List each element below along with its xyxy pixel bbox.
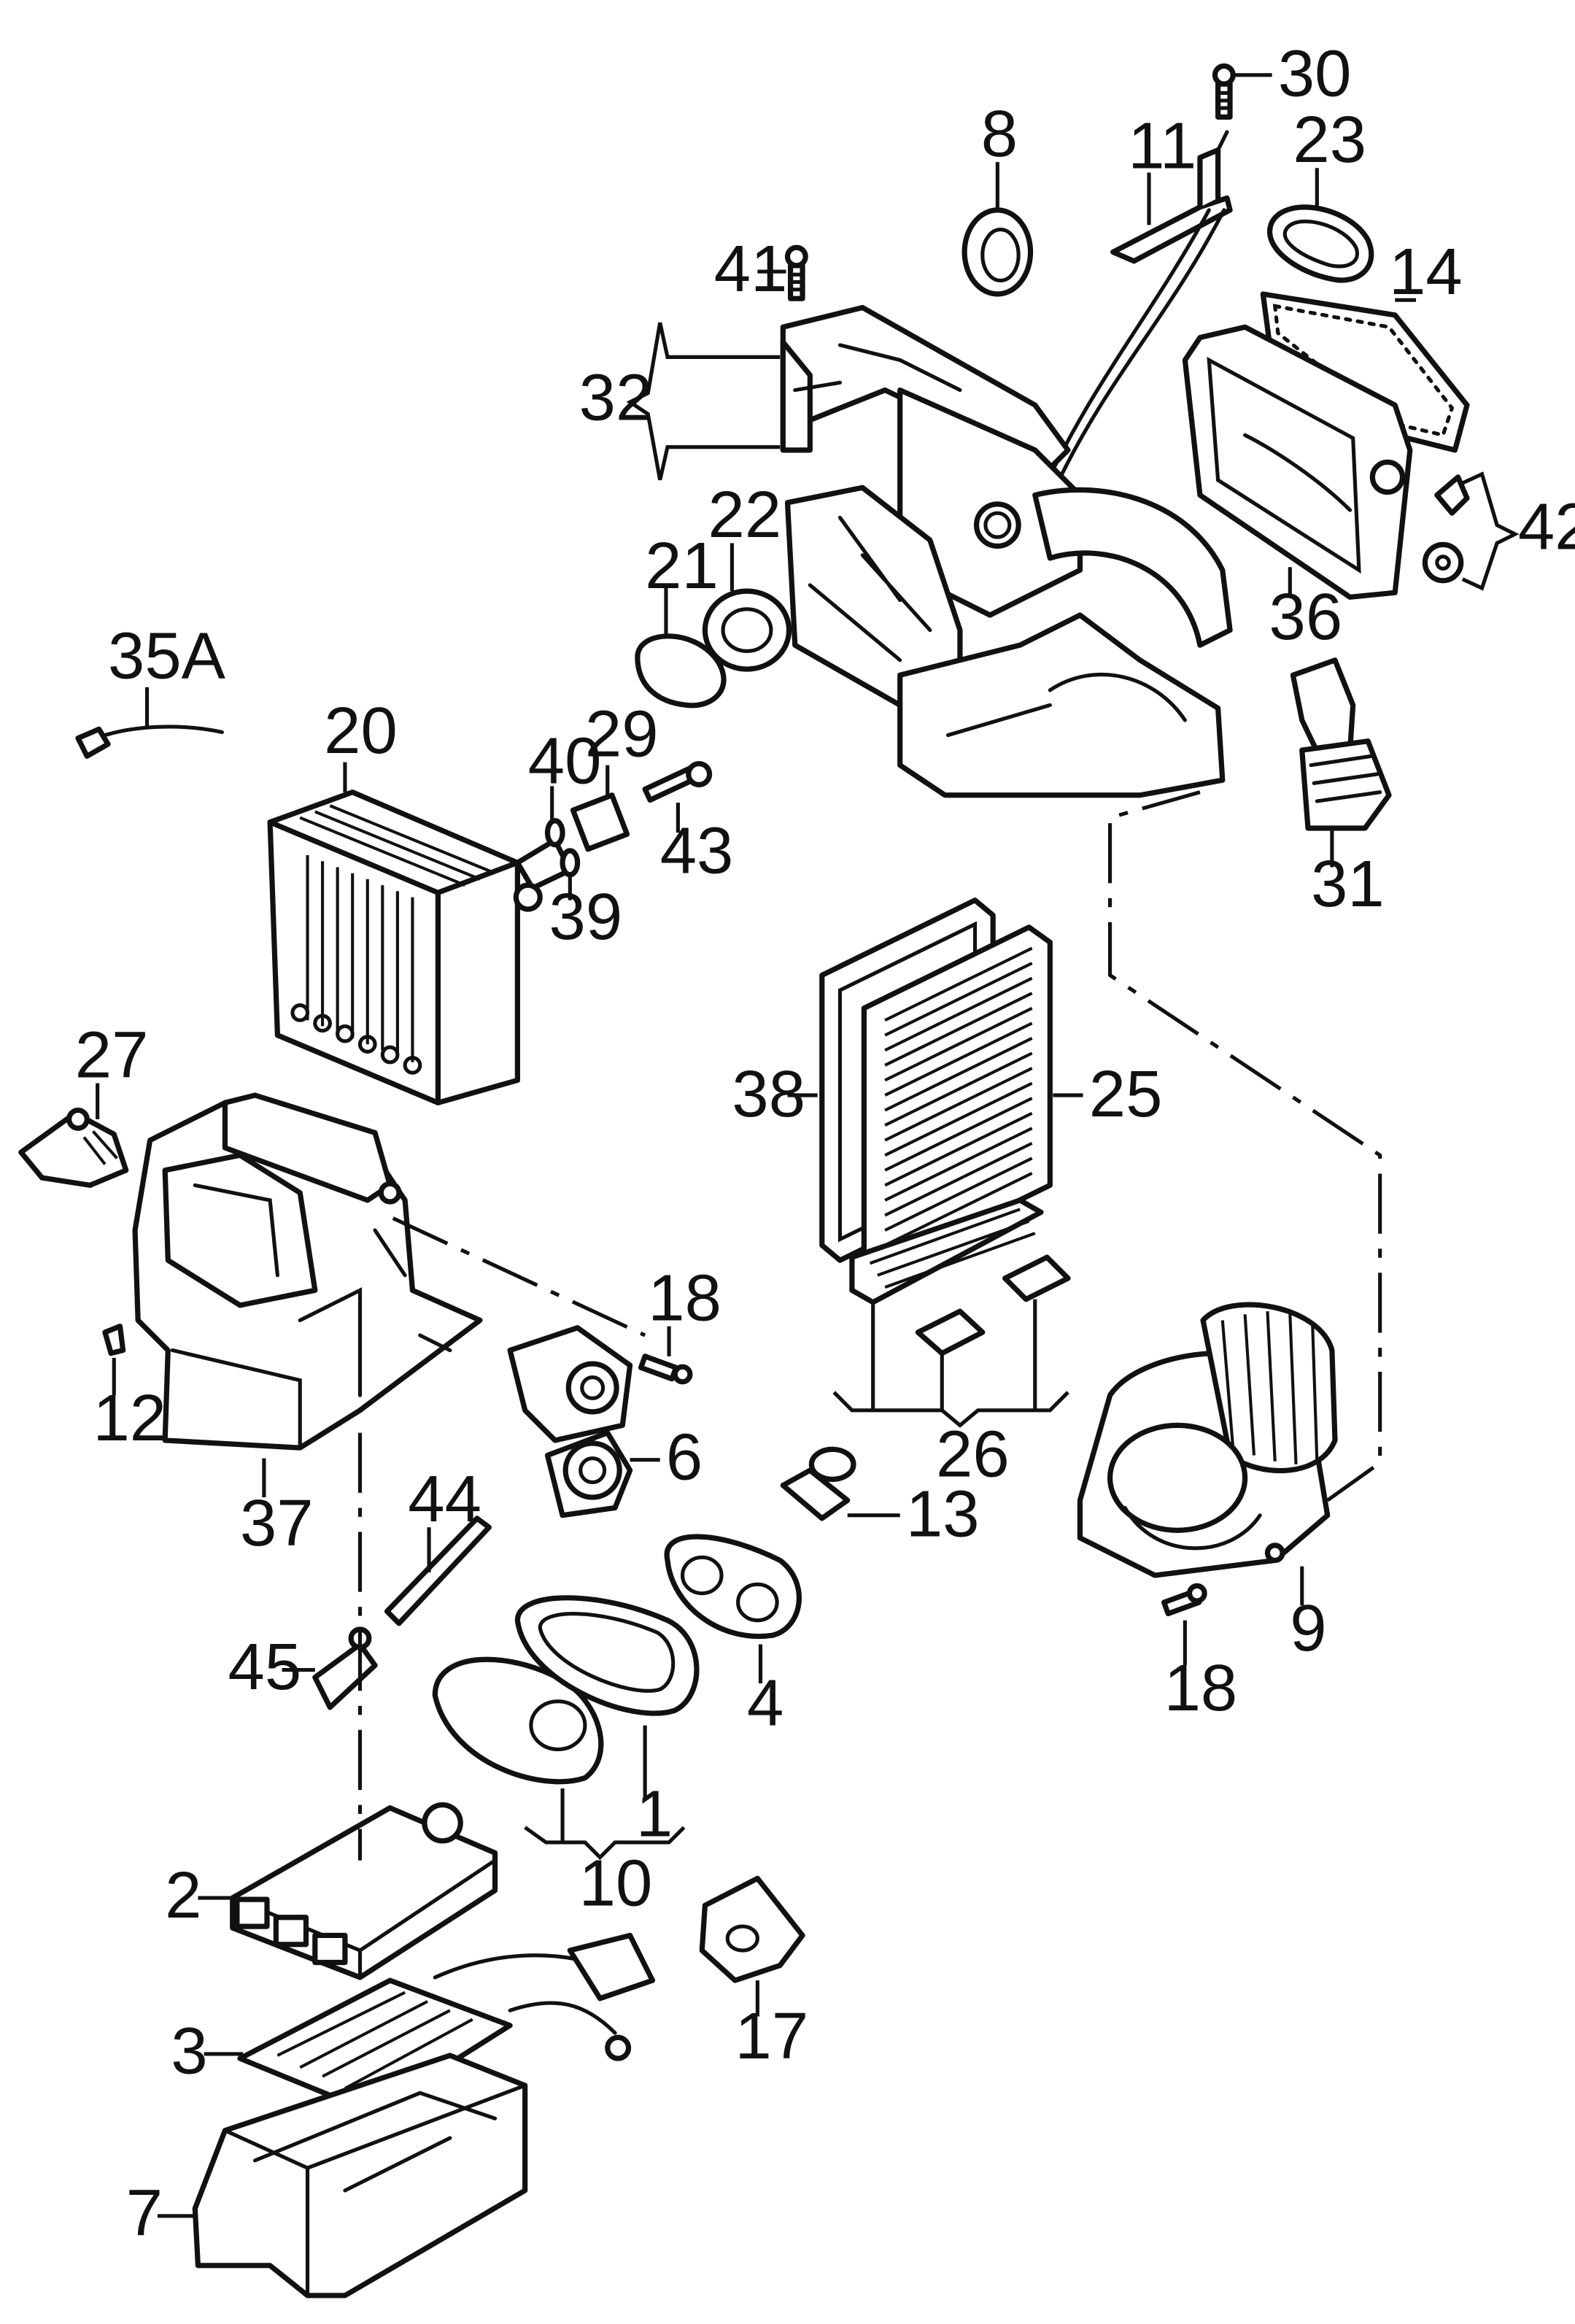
part-32-upper-housing <box>780 304 1233 798</box>
callout-37: 37 <box>240 1486 314 1560</box>
callout-14: 14 <box>1389 235 1463 309</box>
part-40-o-ring <box>544 818 565 848</box>
callout-32: 32 <box>579 361 653 435</box>
part-45-connector <box>312 1626 378 1710</box>
callout-12: 12 <box>93 1381 166 1455</box>
part-18-screw-b <box>1161 1583 1207 1617</box>
callout-22: 22 <box>708 478 782 552</box>
callout-11: 11 <box>1128 109 1196 182</box>
part-8-grommet <box>961 207 1034 297</box>
callout-44: 44 <box>408 1462 481 1536</box>
callout-4: 4 <box>747 1667 783 1740</box>
callout-6: 6 <box>666 1420 703 1494</box>
callout-41: 41 <box>714 232 788 306</box>
part-2-heater-core <box>230 1802 498 1980</box>
part-11-bracket <box>1039 130 1233 498</box>
part-3-filter <box>237 1932 656 2115</box>
callout-43: 43 <box>660 814 734 888</box>
callout-45: 45 <box>228 1630 302 1704</box>
callout-23: 23 <box>1293 103 1366 177</box>
callout-36: 36 <box>1269 580 1343 654</box>
part-35a-sensor <box>75 725 224 759</box>
part-4-seal <box>664 1534 802 1640</box>
callout-18b: 18 <box>1164 1651 1238 1725</box>
callout-35a: 35A <box>108 619 226 692</box>
part-13-sensor <box>780 1446 856 1521</box>
callout-7: 7 <box>126 2177 163 2250</box>
callout-39: 39 <box>549 880 623 954</box>
part-31-regulator <box>1290 657 1392 831</box>
part-7-bottom-housing <box>192 2053 528 2298</box>
part-12-clip <box>102 1324 126 1356</box>
callout-29: 29 <box>585 697 659 771</box>
callout-17: 17 <box>735 1999 809 2073</box>
part-1-seal <box>514 1595 700 1716</box>
callout-20: 20 <box>324 694 398 768</box>
callout-30: 30 <box>1278 37 1352 111</box>
part-27-actuator <box>18 1107 129 1188</box>
callout-42: 42 <box>1518 490 1575 564</box>
callout-25: 25 <box>1089 1057 1163 1131</box>
callout-10: 10 <box>579 1846 653 1920</box>
part-10-seal <box>432 1656 604 1785</box>
callout-26: 26 <box>936 1417 1010 1491</box>
callout-27: 27 <box>75 1018 149 1092</box>
callout-40: 40 <box>528 724 602 798</box>
callout-9: 9 <box>1290 1591 1326 1665</box>
part-43-bolt <box>642 760 713 803</box>
part-17-bracket <box>699 1875 805 1983</box>
part-30-screw <box>1212 63 1236 120</box>
part-26-filter-parts <box>849 1197 1071 1356</box>
callout-18a: 18 <box>648 1261 721 1335</box>
part-20-evaporator <box>267 790 573 1105</box>
part-18-screw-a <box>638 1354 693 1385</box>
callout-1: 1 <box>636 1777 673 1851</box>
part-42-gears <box>1422 474 1470 584</box>
part-6-servo <box>507 1325 633 1518</box>
part-37-heater-housing <box>132 1092 483 1451</box>
part-21-cap <box>635 633 727 709</box>
part-41-screw <box>784 244 808 301</box>
part-29-connector <box>570 792 630 852</box>
leader-lines <box>96 73 1520 2218</box>
callout-8: 8 <box>981 97 1018 171</box>
part-23-seal <box>1267 204 1374 283</box>
part-36-duct <box>1182 324 1413 600</box>
callout-13: 13 <box>906 1478 980 1551</box>
callout-2: 2 <box>165 1858 201 1932</box>
part-44-strip <box>384 1516 492 1626</box>
callout-21: 21 <box>645 529 719 603</box>
part-39-o-ring <box>560 848 581 878</box>
callout-31: 31 <box>1311 847 1385 921</box>
part-9-blower <box>1077 1302 1338 1578</box>
assembly-lines <box>357 790 1382 1861</box>
part-22-ring <box>702 588 792 672</box>
callout-3: 3 <box>171 2015 207 2088</box>
callout-38: 38 <box>732 1057 805 1131</box>
callout-labels: 30 8 11 23 14 41 32 22 21 42 36 35A 20 2… <box>75 37 1575 2250</box>
